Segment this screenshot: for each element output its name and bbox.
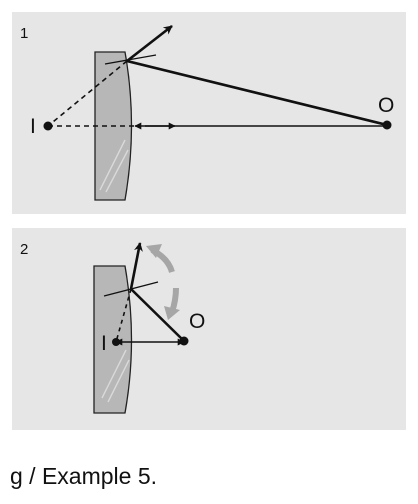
panel-2-mirror-glare: [101, 349, 130, 403]
panel-2-object-point: [179, 336, 189, 346]
panel-2-reflected-ray: [129, 242, 143, 290]
panel-1-object-point: [382, 120, 392, 130]
panel-2-image-point: [112, 338, 120, 346]
panel-2-mirror: [93, 265, 133, 414]
panel-2-virtual-ray: [115, 288, 132, 343]
panel-2-rotation-arrowhead-top: [146, 244, 162, 258]
figure-caption: g / Example 5.: [10, 463, 158, 489]
panel-1-number: 1: [20, 25, 28, 42]
panel-2-rotation-arrowhead-bottom: [164, 306, 180, 320]
panel-2-number: 2: [20, 241, 28, 258]
panel-2-background: [12, 228, 406, 430]
panel-1-image-point: [43, 121, 53, 131]
panel-2: 2 I O: [12, 228, 406, 430]
panel-1-mirror-glare: [99, 139, 129, 193]
panel-1-object-label: O: [378, 94, 394, 117]
panel-2-incident-ray: [130, 288, 185, 342]
panel-1-background: [12, 12, 406, 214]
panel-1-incident-ray: [126, 59, 388, 127]
panel-1-image-label: I: [30, 115, 36, 138]
panel-2-image-label: I: [101, 332, 107, 355]
panel-1: 1 I O: [12, 12, 406, 214]
panel-1-reflected-ray: [126, 24, 173, 63]
panel-2-object-label: O: [189, 310, 205, 333]
panel-1-virtual-ray: [47, 60, 128, 127]
